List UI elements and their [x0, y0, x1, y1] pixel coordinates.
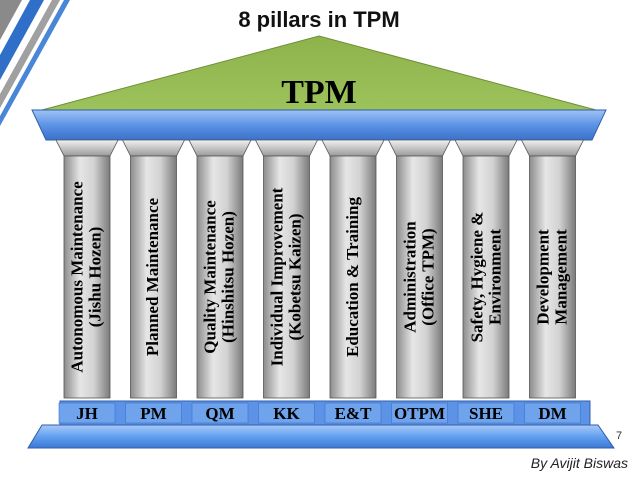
pillar-label-text: Individual Improvement (Kobetsu Kaizen)	[267, 187, 305, 367]
pillar-capital	[188, 139, 252, 157]
pillar-shaft	[63, 155, 111, 399]
pillar-label-text: Development Management	[533, 229, 571, 325]
pillar-label-text: Education & Training	[343, 197, 362, 357]
pillar-shaft	[130, 155, 177, 399]
pillar-shaft	[196, 155, 244, 399]
pillar-label: Administration (Office TPM)	[397, 156, 443, 398]
pillar-label: Education & Training	[330, 156, 376, 398]
pillar-label-text: Planned Maintenance	[143, 197, 163, 357]
pillar-shaft	[396, 155, 443, 399]
pillar-capital	[55, 139, 119, 157]
pillar-label: Autonomous Maintenance (Jishu Hozen)	[64, 156, 110, 398]
abbreviation-box	[524, 402, 581, 424]
pillar-capital	[121, 139, 186, 157]
pillar-label: Safety, Hygiene & Environment	[463, 156, 509, 398]
pillar-label-text: Administration (Office TPM)	[400, 221, 438, 333]
pillar-abbreviation: QM	[205, 404, 235, 423]
abbreviation-box	[58, 402, 116, 424]
abbreviation-box	[191, 402, 249, 424]
page-number: 7	[616, 430, 623, 442]
roof-beam	[31, 109, 607, 141]
pillar-abbreviation: DM	[538, 404, 567, 423]
abbreviation-box	[457, 402, 515, 424]
pillar-label-text: Safety, Hygiene & Environment	[467, 211, 505, 343]
pillar-abbreviation: OTPM	[394, 404, 445, 423]
pillar-abbreviation: E&T	[334, 404, 372, 423]
pillar-label-text: Autonomous Maintenance (Jishu Hozen)	[68, 181, 106, 373]
pillar-capital	[454, 139, 518, 157]
pillar-label: Individual Improvement (Kobetsu Kaizen)	[264, 156, 310, 398]
pillar-capital	[254, 139, 319, 157]
pillar-shaft	[263, 155, 310, 399]
pillar-label: Planned Maintenance	[131, 156, 177, 398]
pillar-shaft	[329, 155, 377, 399]
decorative-stripes	[0, 0, 70, 126]
pillar-abbreviation: KK	[273, 404, 300, 423]
pillar-capital	[387, 139, 452, 157]
base-platform	[27, 424, 615, 449]
pillar-shaft	[462, 155, 510, 399]
pillar-abbreviation: SHE	[468, 404, 504, 423]
pillar-abbreviation: PM	[140, 404, 167, 423]
pillar-label-text: Quality Maintenance (Hinshitsu Hozen)	[201, 200, 238, 354]
abbreviation-box	[391, 402, 448, 424]
page-title: 8 pillars in TPM	[238, 7, 400, 32]
pillar-capital	[520, 139, 585, 157]
pillar-shaft	[529, 155, 576, 399]
roof-label: TPM	[281, 74, 357, 111]
pillar-abbreviation: JH	[76, 404, 98, 423]
abbreviation-box	[324, 402, 382, 424]
abbreviation-box	[258, 402, 315, 424]
abbreviation-box	[125, 402, 182, 424]
pillar-label: Development Management	[530, 156, 576, 398]
pillar-capital	[321, 139, 385, 157]
abbreviation-boxes	[58, 402, 581, 424]
pillars	[55, 139, 585, 399]
pillar-label: Quality Maintenance (Hinshitsu Hozen)	[197, 156, 243, 398]
author-credit: By Avijit Biswas	[530, 455, 628, 471]
